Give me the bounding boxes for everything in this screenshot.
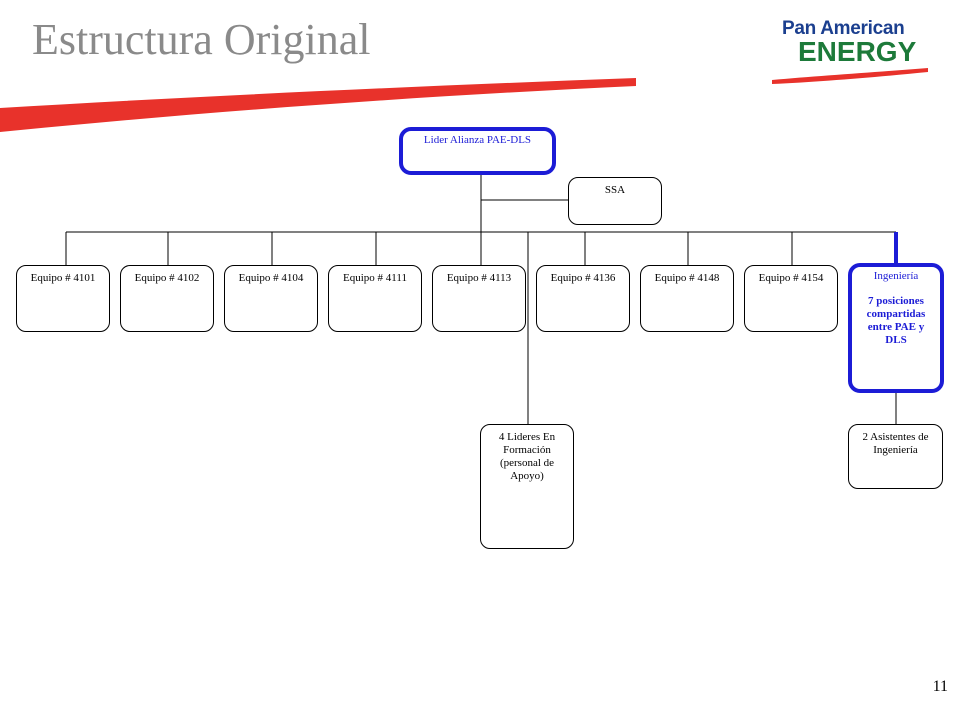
team-box: Equipo # 4113 xyxy=(432,265,526,332)
pan-american-energy-logo: Pan American ENERGY xyxy=(768,14,938,84)
page-number: 11 xyxy=(932,678,948,695)
assistants-box: 2 Asistentes de Ingeniería xyxy=(848,424,943,489)
leader-box: Lider Alianza PAE-DLS xyxy=(399,127,556,175)
team-box: Equipo # 4111 xyxy=(328,265,422,332)
team-box: Equipo # 4101 xyxy=(16,265,110,332)
logo-text-line1: Pan American xyxy=(782,18,905,39)
page-title: Estructura Original xyxy=(32,15,371,64)
team-box: Equipo # 4104 xyxy=(224,265,318,332)
engineering-box: Ingeniería 7 posiciones compartidas entr… xyxy=(848,263,944,393)
team-box: Equipo # 4136 xyxy=(536,265,630,332)
engineering-title: Ingeniería xyxy=(873,270,919,282)
engineering-detail: 7 posiciones compartidas entre PAE y DLS xyxy=(866,295,926,346)
title-swoosh xyxy=(0,78,636,132)
ssa-box: SSA xyxy=(568,177,662,225)
logo-swoosh-icon xyxy=(772,68,928,84)
logo-text-line2: ENERGY xyxy=(798,36,917,67)
team-box: Equipo # 4102 xyxy=(120,265,214,332)
team-box: Equipo # 4148 xyxy=(640,265,734,332)
team-box: Equipo # 4154 xyxy=(744,265,838,332)
trainees-box: 4 Lideres En Formación (personal de Apoy… xyxy=(480,424,574,549)
